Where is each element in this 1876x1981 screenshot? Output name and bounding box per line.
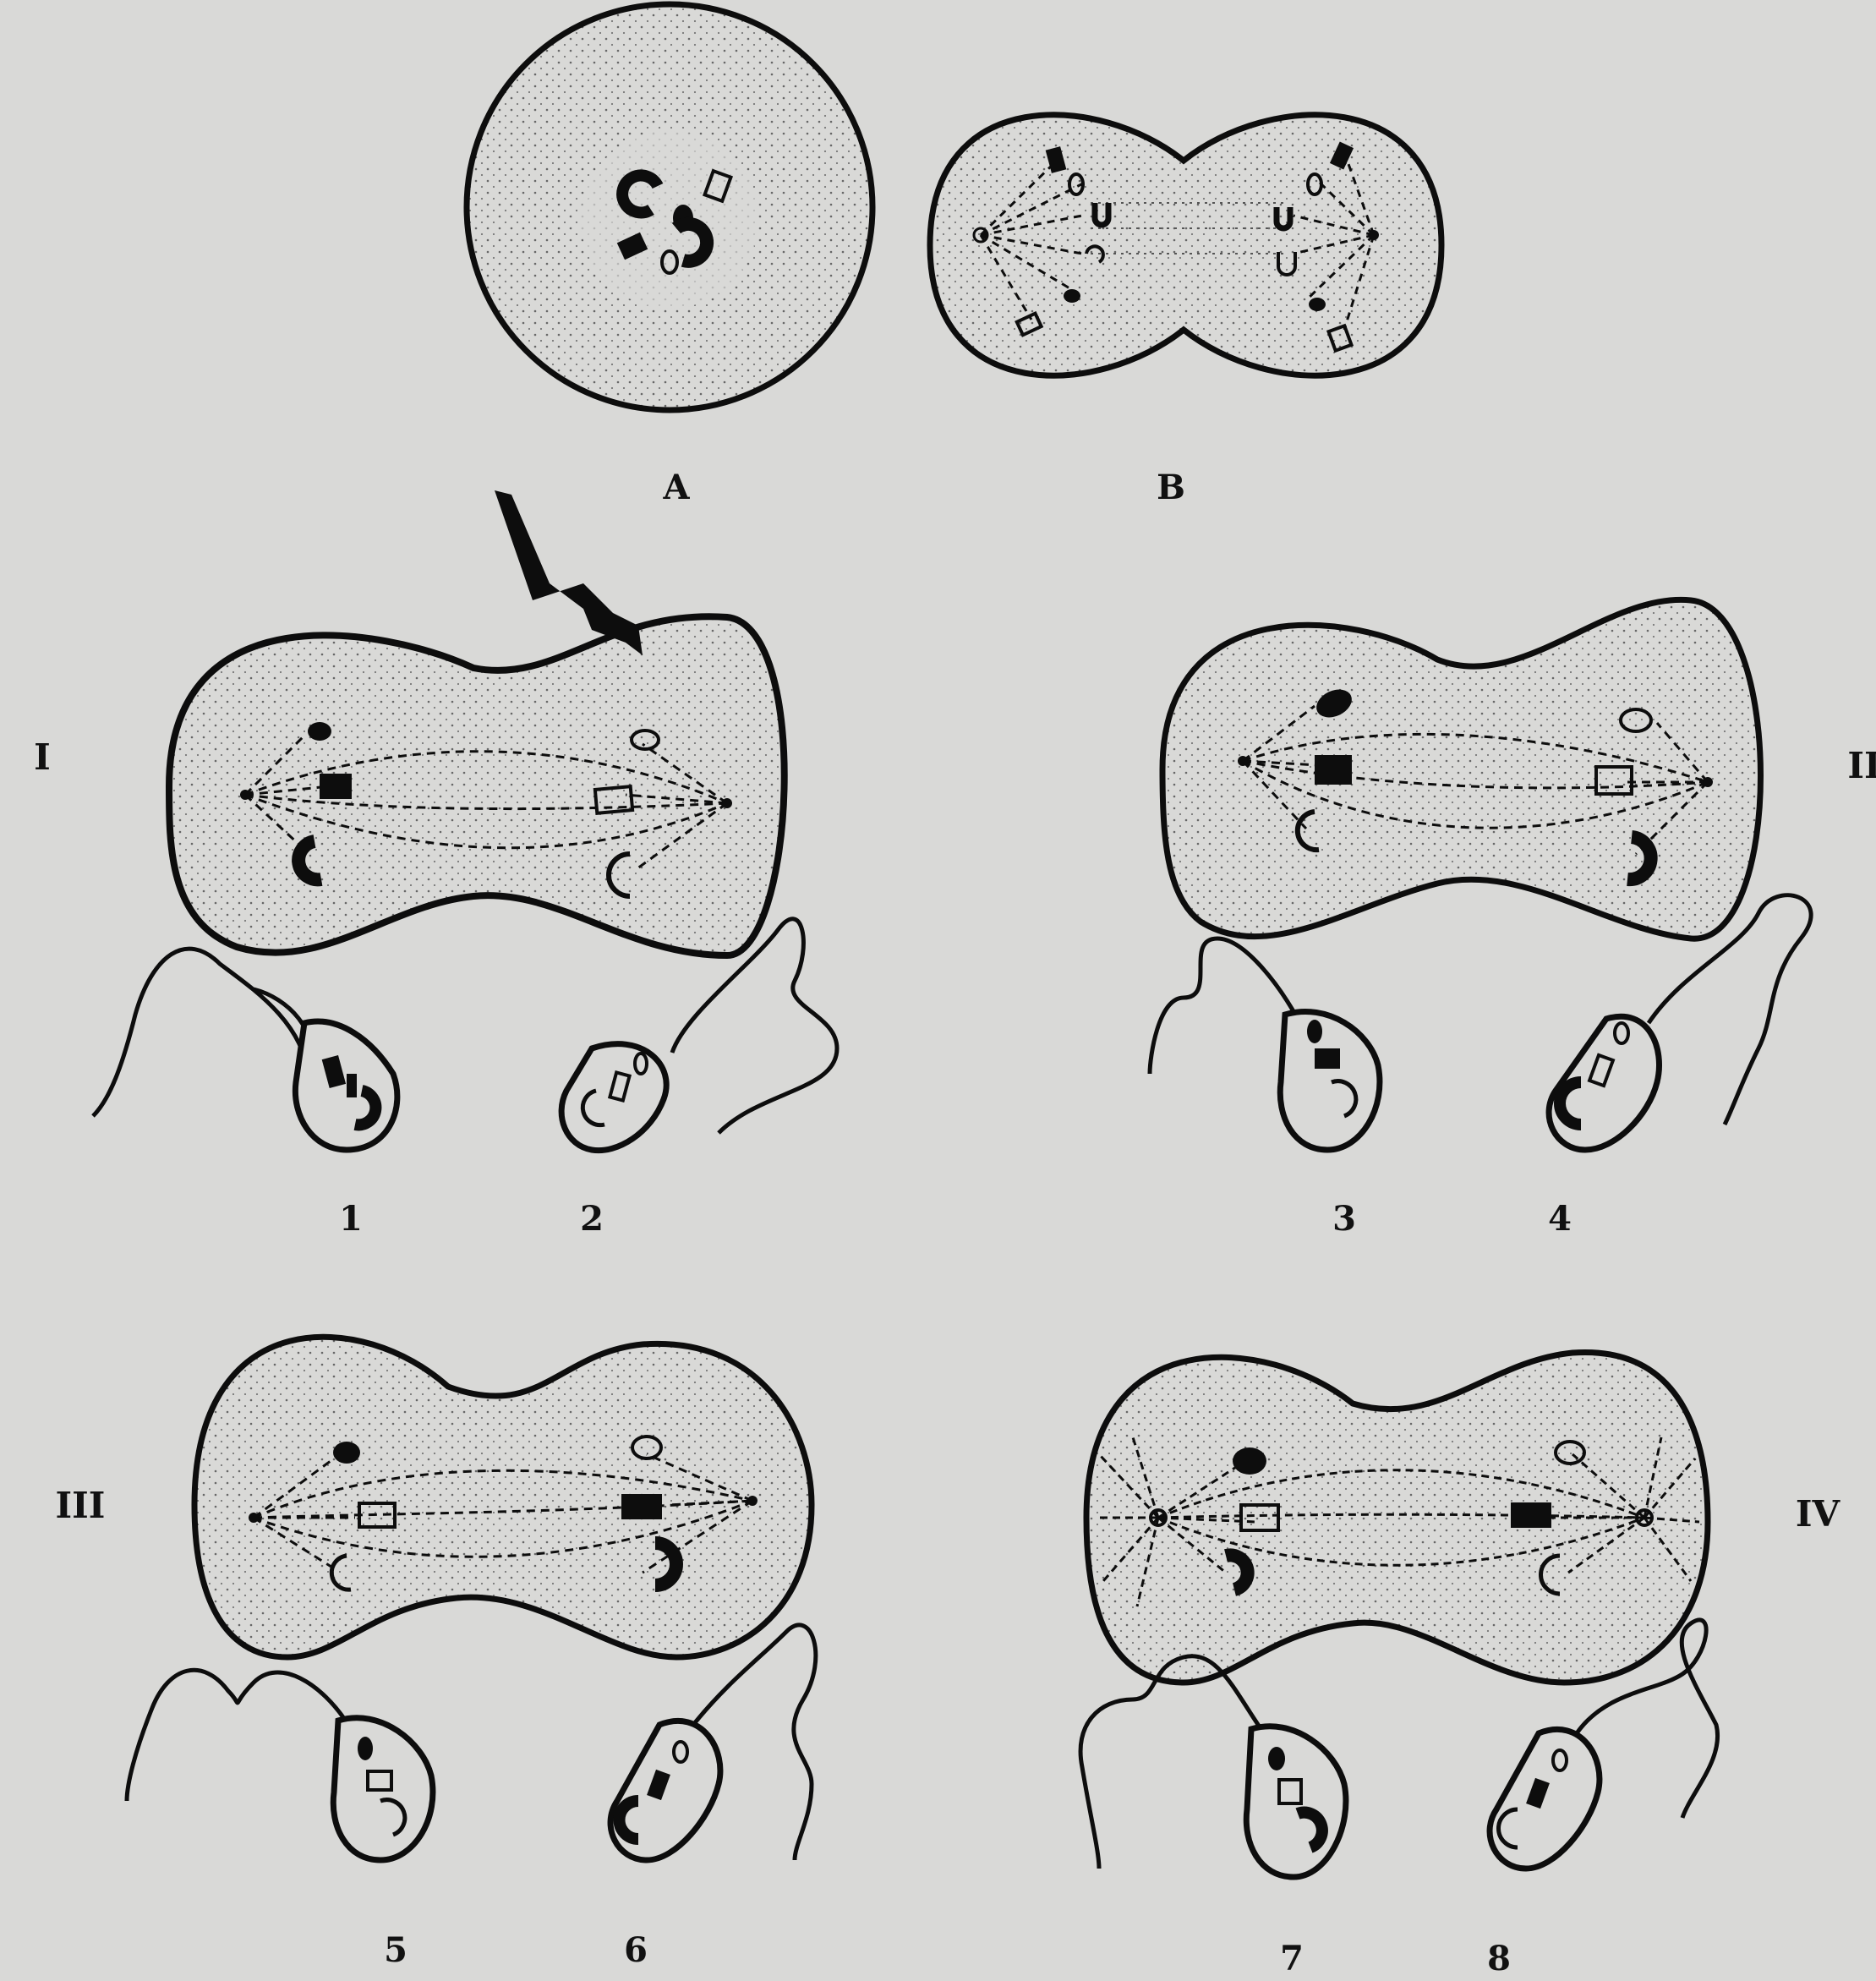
label-1: 1 (339, 1199, 363, 1239)
label-7: 7 (1280, 1939, 1304, 1978)
label-a: A (662, 468, 690, 507)
label-6: 6 (624, 1930, 648, 1970)
label-iii: III (56, 1485, 106, 1526)
label-8: 8 (1487, 1939, 1511, 1978)
label-ii: II (1847, 745, 1876, 786)
label-4: 4 (1548, 1199, 1572, 1239)
label-iv: IV (1796, 1493, 1841, 1535)
cell-a (467, 4, 872, 410)
label-5: 5 (384, 1930, 407, 1970)
label-b: B (1157, 468, 1185, 507)
label-3: 3 (1332, 1199, 1356, 1239)
label-i: I (34, 736, 51, 778)
label-2: 2 (580, 1199, 604, 1239)
